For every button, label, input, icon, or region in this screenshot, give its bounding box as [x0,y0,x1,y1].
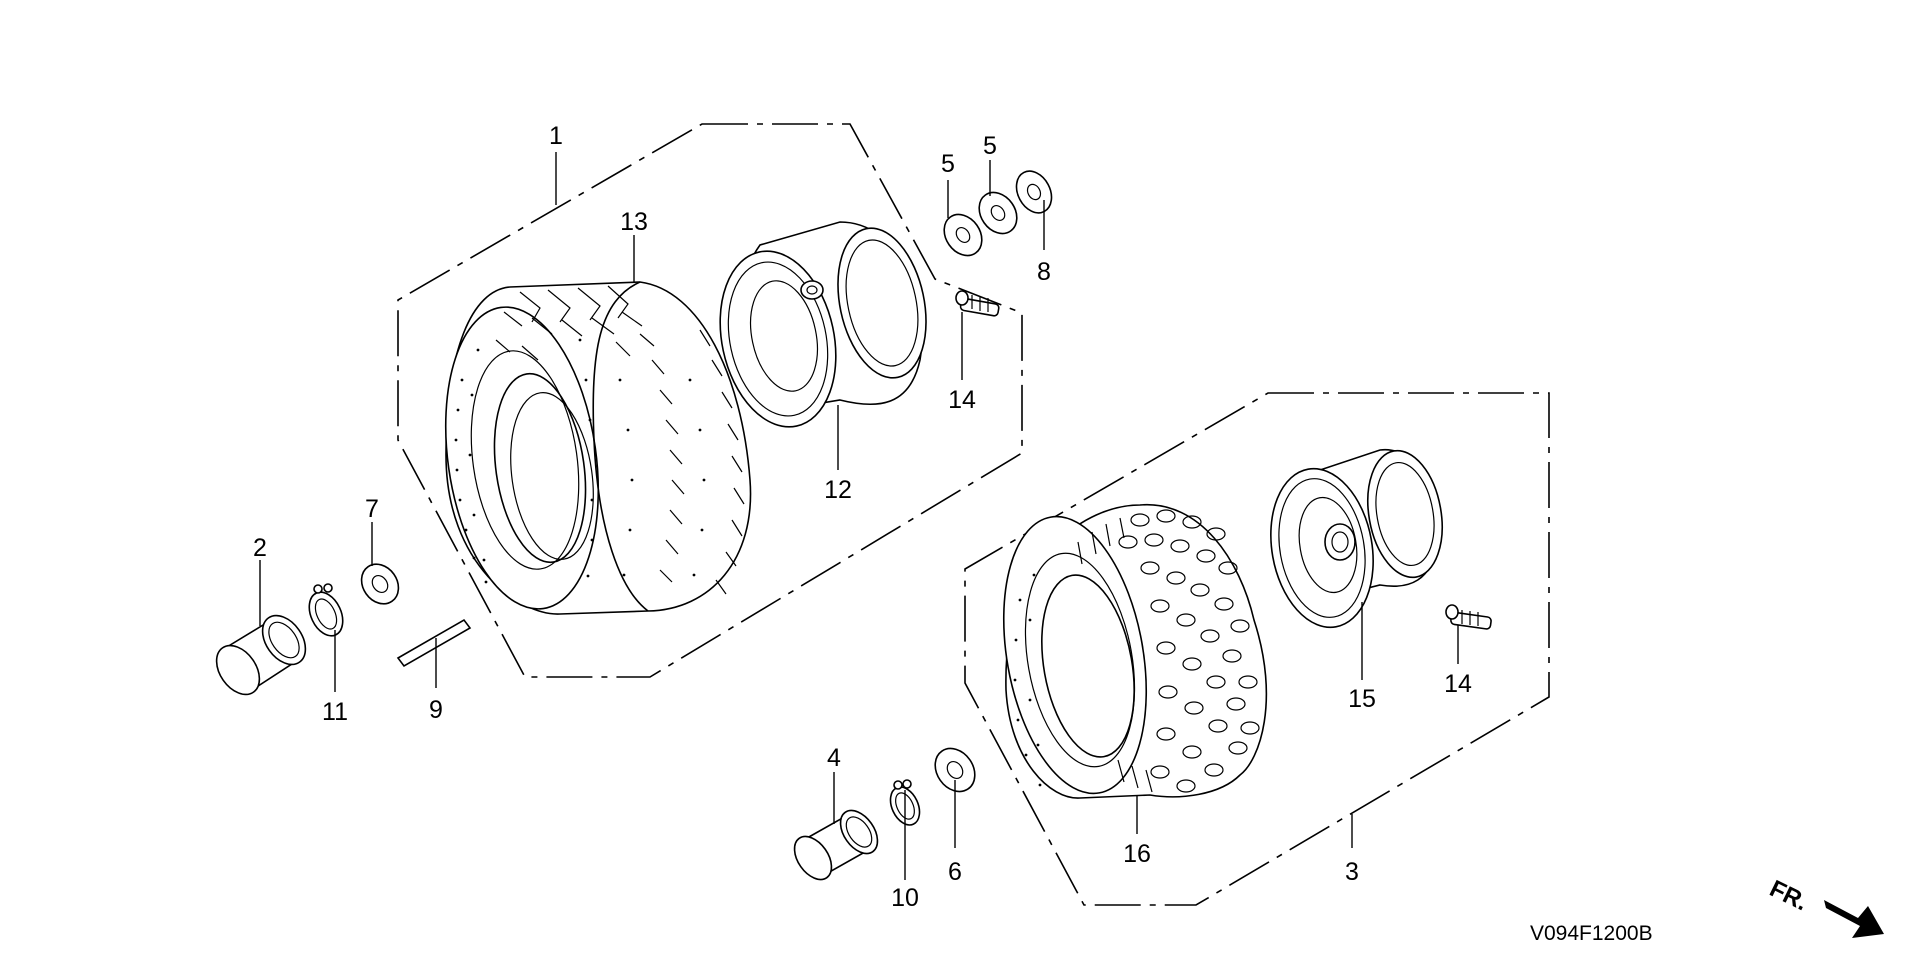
washer-6 [934,747,976,793]
callout-16: 16 [1123,840,1151,868]
callout-3: 3 [1345,858,1359,886]
washer-8 [1015,170,1053,214]
callout-5-second: 5 [983,132,997,160]
callout-9: 9 [429,696,443,724]
rear-tire-tread-pattern [495,285,745,595]
wheel-assembly-1-outline [397,123,1023,678]
front-direction-label: FR. [1765,875,1812,916]
tire-valve-14-lower [1445,604,1492,630]
front-tire-knobs [1077,509,1260,793]
washer-5-second [978,191,1018,235]
callout-2: 2 [253,534,267,562]
callout-12: 12 [824,476,852,504]
front-direction-arrow-icon [1824,900,1884,938]
front-wheel-rim-15 [1270,449,1443,629]
callout-14-lower: 14 [1444,670,1472,698]
callout-1: 1 [549,122,563,150]
callout-7: 7 [365,495,379,523]
hub-cap-4 [793,809,879,881]
callout-8: 8 [1037,258,1051,286]
rear-tire-13 [444,281,752,615]
callout-5-first: 5 [941,150,955,178]
leader-lines [259,152,1459,880]
front-tire-16 [1002,504,1268,799]
callout-15: 15 [1348,685,1376,713]
callout-6: 6 [948,858,962,886]
rear-tire-texture [454,338,706,584]
callout-10: 10 [891,884,919,912]
front-tire-texture [1013,573,1042,787]
hub-cap-2 [215,614,307,696]
snap-ring-10 [889,779,921,826]
callout-14-upper: 14 [948,386,976,414]
key-9 [396,618,472,668]
callout-11: 11 [322,698,348,726]
callout-4: 4 [827,744,841,772]
snap-ring-11 [308,583,344,637]
rear-wheel-rim-12 [719,221,927,428]
drawing-code: V094F1200B [1530,922,1653,945]
tire-valve-14-upper [955,290,1000,317]
callout-13: 13 [620,208,648,236]
washer-7 [360,563,400,605]
washer-5-first [943,213,983,257]
wheel-assembly-3-outline [964,392,1550,906]
